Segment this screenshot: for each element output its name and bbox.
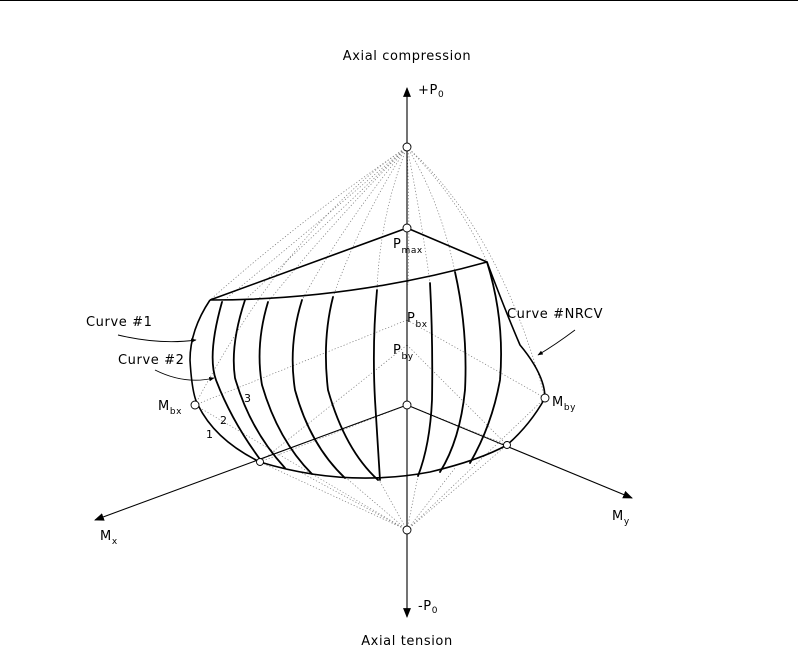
curve-1-label: Curve #1 — [86, 315, 152, 330]
pby-label: Pby — [393, 343, 414, 362]
leaders — [117, 329, 576, 382]
meridian-number-3: 3 — [244, 392, 251, 405]
axial-compression-caption: Axial compression — [343, 49, 472, 64]
p0-top-marker — [402, 142, 412, 152]
p0-top-label: +P0 — [418, 83, 444, 100]
mbx-marker — [190, 400, 200, 410]
curve-2-label: Curve #2 — [118, 353, 184, 368]
lower-dotted-cone — [194, 397, 546, 531]
axial-tension-caption: Axial tension — [361, 634, 453, 649]
meridian-number-1: 1 — [206, 428, 213, 441]
my-axis — [406, 404, 633, 499]
axes — [94, 87, 633, 618]
mx-base-marker — [256, 458, 264, 466]
mx-label: Mx — [100, 529, 118, 547]
labels: Axial compression Axial tension +P0 -P0 … — [86, 49, 630, 649]
meridian-number-2: 2 — [220, 414, 227, 427]
rim-curve — [209, 261, 488, 301]
point-markers — [190, 142, 550, 535]
top-plateau-edge — [209, 227, 488, 301]
curve-nrcv-edge — [486, 261, 546, 446]
mby-label: Mby — [552, 395, 576, 413]
origin-marker — [402, 400, 412, 410]
curve-1-edge — [189, 299, 211, 406]
upper-dotted-cone — [194, 146, 546, 406]
my-base-marker — [503, 441, 511, 449]
mby-marker — [540, 393, 550, 403]
my-label: My — [612, 509, 630, 527]
meridian-curves — [211, 261, 502, 481]
pmax-label: Pmax — [393, 237, 423, 256]
pmax-marker — [402, 223, 412, 233]
top-border-rule — [0, 0, 798, 1]
p0-bottom-label: -P0 — [418, 599, 438, 616]
mbx-label: Mbx — [158, 399, 182, 417]
curve-nrcv-label: Curve #NRCV — [507, 307, 603, 322]
pbx-label: Pbx — [407, 311, 428, 330]
p0-bottom-marker — [402, 525, 412, 535]
mx-axis — [94, 404, 408, 521]
